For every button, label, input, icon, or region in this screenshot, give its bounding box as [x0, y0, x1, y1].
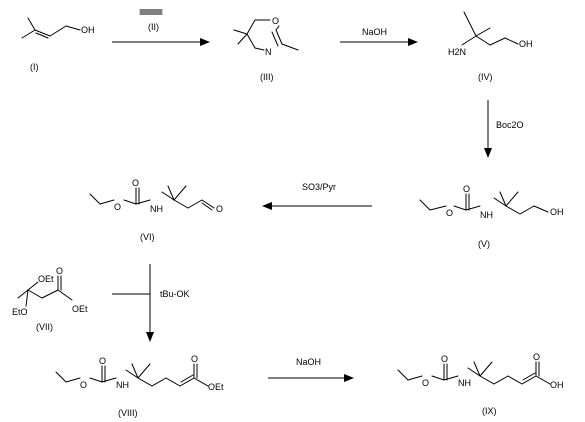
compound-I-oh: OH: [81, 25, 95, 35]
compound-V-o-ester: O: [446, 208, 453, 218]
compound-III-o: O: [272, 16, 279, 26]
arrow-step-2: NaOH: [340, 27, 418, 46]
compound-III-n: N: [265, 47, 272, 57]
compound-IX-o-carbonyl: O: [533, 352, 540, 362]
compound-VI-cho: O: [216, 204, 223, 214]
compound-VIII-label: (VIII): [118, 408, 138, 418]
compound-I-label: (I): [30, 62, 39, 72]
compound-VI-nh: NH: [150, 204, 163, 214]
compound-VIII-o-carbonyl2: O: [99, 356, 106, 366]
compound-III-label: (III): [260, 72, 274, 82]
compound-IV-label: (IV): [478, 72, 493, 82]
compound-II-label: (II): [148, 22, 159, 32]
compound-IX-nh: NH: [458, 378, 471, 388]
compound-II: (II): [139, 9, 163, 32]
compound-VII-label: (VII): [36, 322, 53, 332]
compound-VI-o-carbonyl: O: [132, 178, 139, 188]
compound-IV: H2N OH (IV): [448, 11, 533, 82]
compound-VIII: O O NH O OEt (VIII): [55, 354, 224, 418]
compound-V-label: (V): [478, 239, 490, 249]
compound-IX-o-ester: O: [422, 378, 429, 388]
compound-VI: O O NH O (VI): [89, 178, 223, 242]
arrow-step-5: tBu-OK: [112, 264, 190, 342]
reagent-step4: tBu-OK: [160, 289, 190, 299]
arrow-step-6: NaOH: [268, 357, 354, 382]
compound-III: O N (III): [233, 16, 299, 82]
compound-VII-o-carbonyl: O: [56, 266, 63, 276]
compound-VI-label: (VI): [140, 232, 155, 242]
reagent-step5: NaOH: [296, 357, 321, 367]
compound-VIII-oet: OEt: [208, 382, 224, 392]
compound-VII-oet3: OEt: [72, 304, 88, 314]
compound-IX: O O NH O OH (IX): [397, 352, 564, 416]
compound-VIII-o-ester: O: [80, 380, 87, 390]
compound-V: O O NH OH (V): [419, 184, 564, 249]
arrow-step-3: Boc2O: [484, 100, 524, 158]
compound-IX-o-carbonyl2: O: [441, 354, 448, 364]
compound-V-nh: NH: [480, 210, 493, 220]
compound-I: OH (I): [21, 17, 95, 72]
compound-V-o-carbonyl: O: [463, 184, 470, 194]
compound-V-oh: OH: [550, 207, 564, 217]
compound-VI-o-ester: O: [114, 202, 121, 212]
compound-IX-label: (IX): [482, 406, 497, 416]
compound-IV-nh2: H2N: [448, 47, 466, 57]
compound-IX-oh: OH: [550, 380, 564, 390]
reagent-step2: Boc2O: [496, 120, 524, 130]
compound-VII-oet1: OEt: [38, 274, 54, 284]
compound-VII: OEt O EtO OEt (VII): [12, 266, 88, 332]
compound-VII-oet2: EtO: [12, 307, 28, 317]
compound-VIII-nh: NH: [116, 380, 129, 390]
compound-VIII-o-carbonyl: O: [191, 354, 198, 364]
compound-IV-oh: OH: [519, 39, 533, 49]
reagent-step1: NaOH: [362, 27, 387, 37]
reagent-step3: SO3/Pyr: [302, 182, 336, 192]
arrow-step-4: SO3/Pyr: [262, 182, 372, 210]
arrow-step-1: [112, 38, 210, 46]
